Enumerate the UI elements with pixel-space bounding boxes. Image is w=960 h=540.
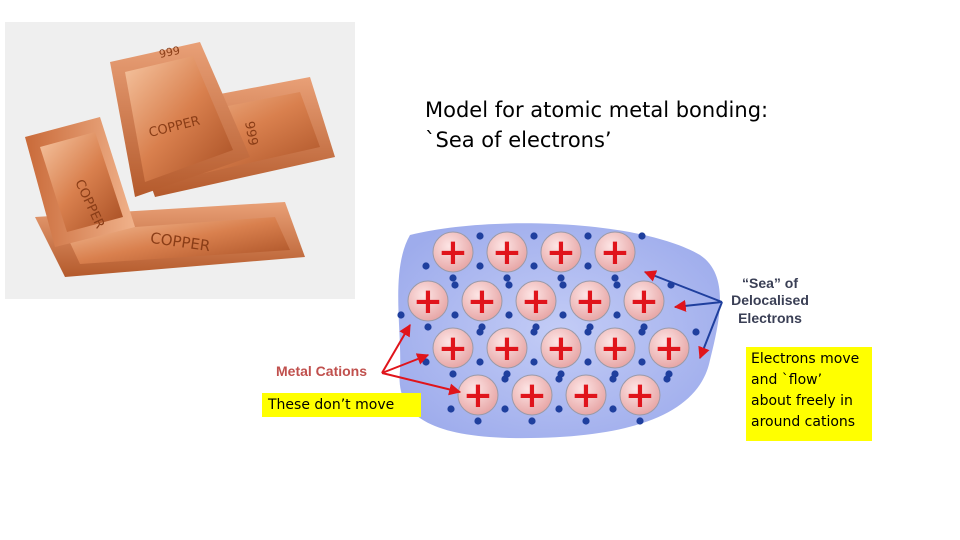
electron-dot bbox=[613, 281, 620, 288]
electron-dot bbox=[501, 405, 508, 412]
electron-dot bbox=[582, 417, 589, 424]
note-line: about freely in bbox=[751, 391, 872, 412]
electron-dot bbox=[476, 232, 483, 239]
cation-plus-symbol: + bbox=[413, 281, 443, 322]
cation: + bbox=[541, 328, 581, 369]
electron-dot bbox=[559, 311, 566, 318]
cation: + bbox=[570, 281, 610, 322]
electron-dot bbox=[609, 405, 616, 412]
electron-dot bbox=[422, 262, 429, 269]
note-electrons-flow: Electrons move and `flow’ about freely i… bbox=[746, 347, 872, 441]
electron-dot bbox=[557, 274, 564, 281]
cation: + bbox=[595, 232, 635, 273]
title-line-1: Model for atomic metal bonding: bbox=[425, 95, 768, 125]
cation-plus-symbol: + bbox=[521, 281, 551, 322]
electron-dot bbox=[584, 358, 591, 365]
electron-dot bbox=[584, 262, 591, 269]
cation-plus-symbol: + bbox=[575, 281, 605, 322]
electron-dot bbox=[505, 311, 512, 318]
cation-plus-symbol: + bbox=[463, 375, 493, 416]
electron-dot bbox=[530, 232, 537, 239]
electron-dot bbox=[451, 311, 458, 318]
note-line: Electrons move bbox=[751, 349, 872, 370]
cation-plus-symbol: + bbox=[492, 328, 522, 369]
cation-plus-symbol: + bbox=[600, 328, 630, 369]
electron-dot bbox=[530, 262, 537, 269]
electron-dot bbox=[424, 323, 431, 330]
cation: + bbox=[487, 232, 527, 273]
electron-dot bbox=[636, 417, 643, 424]
label-metal-cations: Metal Cations bbox=[276, 363, 367, 379]
cation: + bbox=[433, 232, 473, 273]
cation: + bbox=[408, 281, 448, 322]
electron-dot bbox=[638, 232, 645, 239]
electron-dot bbox=[447, 405, 454, 412]
electron-dot bbox=[559, 281, 566, 288]
electron-dot bbox=[474, 417, 481, 424]
label-sea-line-1: “Sea” of bbox=[742, 275, 798, 291]
electron-dot bbox=[449, 274, 456, 281]
electron-dot bbox=[663, 375, 670, 382]
cation: + bbox=[624, 281, 664, 322]
electron-dot bbox=[584, 328, 591, 335]
cation: + bbox=[649, 328, 689, 369]
electron-dot bbox=[530, 358, 537, 365]
electron-dot bbox=[609, 375, 616, 382]
cation: + bbox=[566, 375, 606, 416]
note-line: around cations bbox=[751, 412, 872, 433]
electron-dot bbox=[503, 274, 510, 281]
electron-dot bbox=[638, 358, 645, 365]
electron-dot bbox=[451, 281, 458, 288]
note-cations-static: These don’t move bbox=[262, 393, 421, 417]
electron-dot bbox=[397, 311, 404, 318]
cation: + bbox=[487, 328, 527, 369]
electron-dot bbox=[476, 328, 483, 335]
cation: + bbox=[541, 232, 581, 273]
note-line: and `flow’ bbox=[751, 370, 872, 391]
cation: + bbox=[433, 328, 473, 369]
electron-dot bbox=[505, 281, 512, 288]
cation: + bbox=[620, 375, 660, 416]
cation-plus-symbol: + bbox=[625, 375, 655, 416]
electron-dot bbox=[611, 274, 618, 281]
cation-plus-symbol: + bbox=[438, 232, 468, 273]
page-title: Model for atomic metal bonding: `Sea of … bbox=[425, 95, 768, 155]
title-line-2: `Sea of electrons’ bbox=[425, 125, 768, 155]
electron-dot bbox=[613, 311, 620, 318]
electron-dot bbox=[638, 328, 645, 335]
electron-dot bbox=[501, 375, 508, 382]
cation: + bbox=[595, 328, 635, 369]
electron-dot bbox=[692, 328, 699, 335]
cation: + bbox=[516, 281, 556, 322]
electron-dot bbox=[555, 405, 562, 412]
electron-dot bbox=[528, 417, 535, 424]
cation: + bbox=[512, 375, 552, 416]
electron-dot bbox=[476, 358, 483, 365]
cation-plus-symbol: + bbox=[438, 328, 468, 369]
electron-dot bbox=[476, 262, 483, 269]
cation-plus-symbol: + bbox=[600, 232, 630, 273]
electron-dot bbox=[555, 375, 562, 382]
cation-plus-symbol: + bbox=[546, 232, 576, 273]
cation-plus-symbol: + bbox=[571, 375, 601, 416]
cation: + bbox=[458, 375, 498, 416]
cation-plus-symbol: + bbox=[467, 281, 497, 322]
electron-dot bbox=[530, 328, 537, 335]
cation-plus-symbol: + bbox=[546, 328, 576, 369]
cation-plus-symbol: + bbox=[629, 281, 659, 322]
electron-dot bbox=[449, 370, 456, 377]
cation-plus-symbol: + bbox=[654, 328, 684, 369]
label-sea-line-3: Electrons bbox=[738, 310, 802, 326]
electron-dot bbox=[584, 232, 591, 239]
electron-dot bbox=[422, 358, 429, 365]
cation-plus-symbol: + bbox=[492, 232, 522, 273]
cation: + bbox=[462, 281, 502, 322]
cation-plus-symbol: + bbox=[517, 375, 547, 416]
label-sea-line-2: Delocalised bbox=[731, 292, 809, 308]
